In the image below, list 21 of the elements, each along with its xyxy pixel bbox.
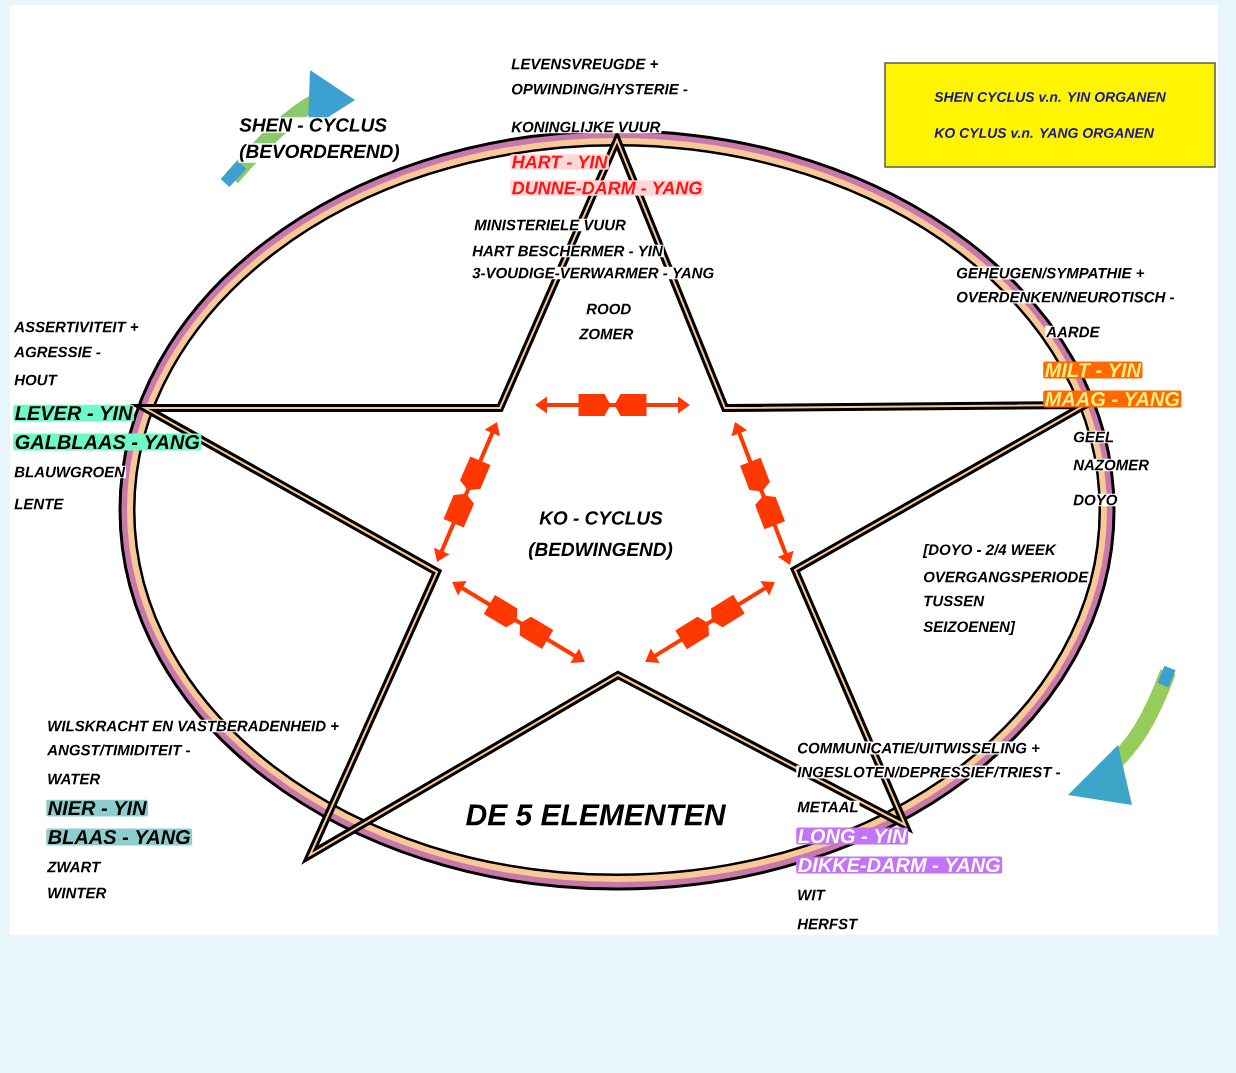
organ-label: MAAG - YANG xyxy=(1043,390,1182,408)
element-label: GEHEUGEN/SYMPATHIE + xyxy=(955,266,1146,280)
cycle-label: KO - CYCLUS xyxy=(538,510,664,526)
organ-label: HART - YIN xyxy=(510,154,609,170)
element-label: INGESLOTEN/DEPRESSIEF/TRIEST - xyxy=(796,765,1062,779)
organ-label: BLAAS - YANG xyxy=(46,828,193,846)
organ-label: GALBLAAS - YANG xyxy=(13,433,202,451)
organ-label: DUNNE-DARM - YANG xyxy=(510,180,704,196)
element-label: COMMUNICATIE/UITWISSELING + xyxy=(796,741,1041,755)
cycle-label: (BEDWINGEND) xyxy=(527,541,674,561)
organ-label: LONG - YIN xyxy=(796,827,909,845)
diagram-title: DE 5 ELEMENTEN xyxy=(466,804,727,826)
element-label: OPWINDING/HYSTERIE - xyxy=(510,82,689,96)
element-label: SEIZOENEN] xyxy=(922,620,1016,636)
element-label: ANGST/TIMIDITEIT - xyxy=(46,743,192,757)
cycle-label: (BEVORDEREND) xyxy=(238,143,401,163)
note-box: SHEN CYCLUS v.n. YIN ORGANEN KO CYLUS v.n. YANG ORGANEN xyxy=(884,62,1216,168)
organ-label: DIKKE-DARM - YANG xyxy=(796,856,1003,874)
element-label: [DOYO - 2/4 WEEK xyxy=(922,543,1057,559)
element-label: OVERDENKEN/NEUROTISCH - xyxy=(955,290,1176,304)
cycle-label: SHEN - CYCLUS xyxy=(238,117,388,133)
